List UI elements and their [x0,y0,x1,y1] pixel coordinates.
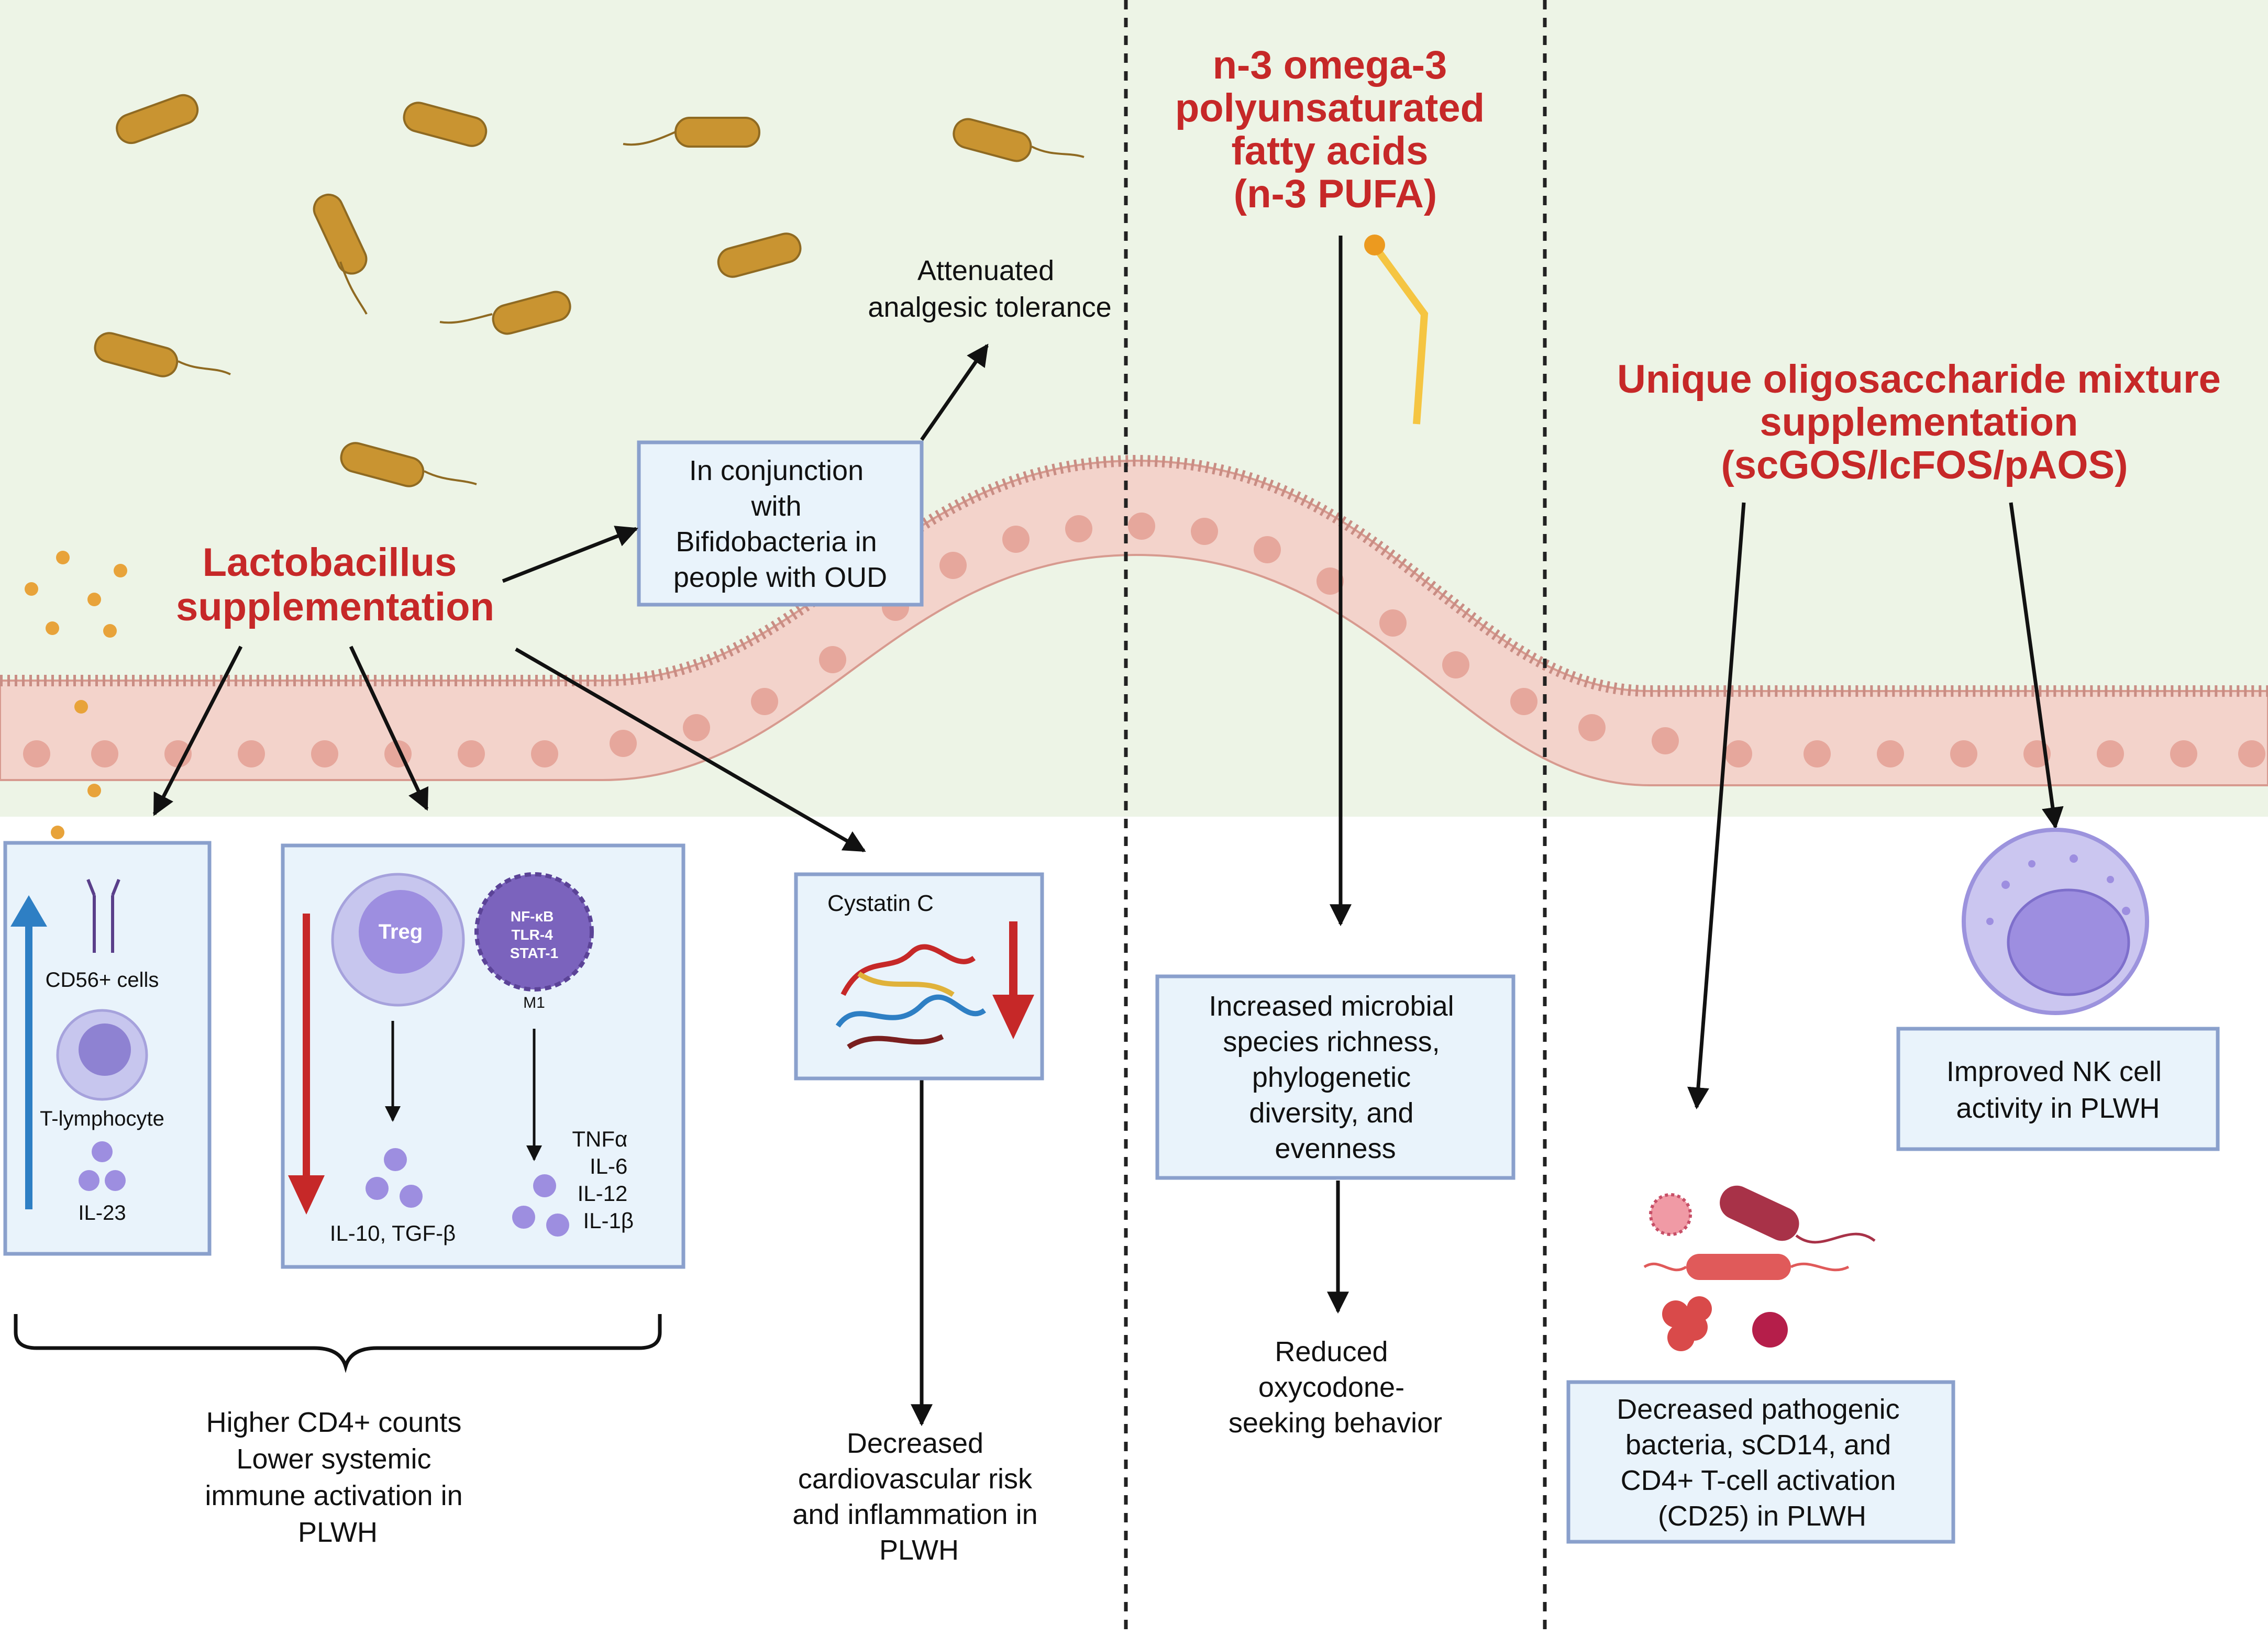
il23-molecules [79,1141,126,1191]
lactobacillus-heading: Lactobacillus supplementation [176,540,494,629]
treg-nucleus [359,890,442,974]
decrease-arrow-head [288,1175,325,1215]
treg-m1-arrows [385,1021,542,1161]
lumen-bacteria [94,94,1032,487]
bacteria-flagella [178,131,1085,485]
summary-brace [14,1314,662,1373]
cd56-receptor-icon [86,878,120,953]
pathogen-text: Decreased pathogenic bacteria, sCD14, an… [1617,1394,1907,1532]
attenuated-tolerance-text: Attenuated analgesic tolerance [868,255,1111,323]
cd56-label: CD56+ cells [46,969,159,992]
pathogen-box [1566,1380,1955,1544]
fatty-acid-icon [1364,235,1429,425]
pathogenic-bacteria-icon [1643,1185,1876,1351]
m1-markers: NF-κB TLR-4 STAT-1 [510,908,558,961]
nk-cell-icon [1962,828,2149,1015]
cystatin-box [794,872,1044,1081]
oxycodone-text: Reduced oxycodone- seeking behavior [1229,1336,1442,1439]
metabolite-dots [25,551,127,839]
oud-box [637,440,924,607]
summary-text: Higher CD4+ counts Lower systemic immune… [205,1407,470,1548]
nk-activity-box [1896,1027,2220,1151]
middle-arrows [1327,236,1352,1314]
cystatin-decrease-arrow-head [992,995,1034,1039]
cytokine-list: TNFα IL-6 IL-12 IL-1β [572,1127,634,1233]
m1-label: M1 [523,994,545,1011]
cardio-risk-text: Decreased cardiovascular risk and inflam… [792,1428,1045,1566]
anti-inflammatory-label: IL-10, TGF-β [330,1221,456,1245]
microbial-diversity-text: Increased microbial species richness, ph… [1209,990,1462,1164]
t-lymphocyte-label: T-lymphocyte [40,1107,164,1130]
left-arrows [152,343,989,1427]
right-arrows [1687,502,2064,1110]
increase-arrow-head [10,895,47,927]
oud-box-text: In conjunction with Bifidobacteria in pe… [673,455,887,593]
cystatin-protein-structure-icon [835,944,986,1050]
pro-inflammatory-molecules [512,1174,569,1237]
pufa-heading: n-3 omega-3 polyunsaturated fatty acids … [1175,43,1496,216]
cystatin-label: Cystatin C [827,891,934,916]
nk-activity-text: Improved NK cell activity in PLWH [1946,1056,2170,1124]
il23-label: IL-23 [78,1201,126,1225]
t-lymphocyte-nucleus [79,1023,131,1076]
anti-inflammatory-molecules [366,1148,423,1208]
oligosaccharide-heading: Unique oligosaccharide mixture supplemen… [1617,357,2232,487]
intestinal-epithelium [0,454,2268,786]
treg-label: Treg [379,920,423,943]
microbial-diversity-box [1155,974,1515,1180]
m1-macrophage-icon [474,872,594,992]
